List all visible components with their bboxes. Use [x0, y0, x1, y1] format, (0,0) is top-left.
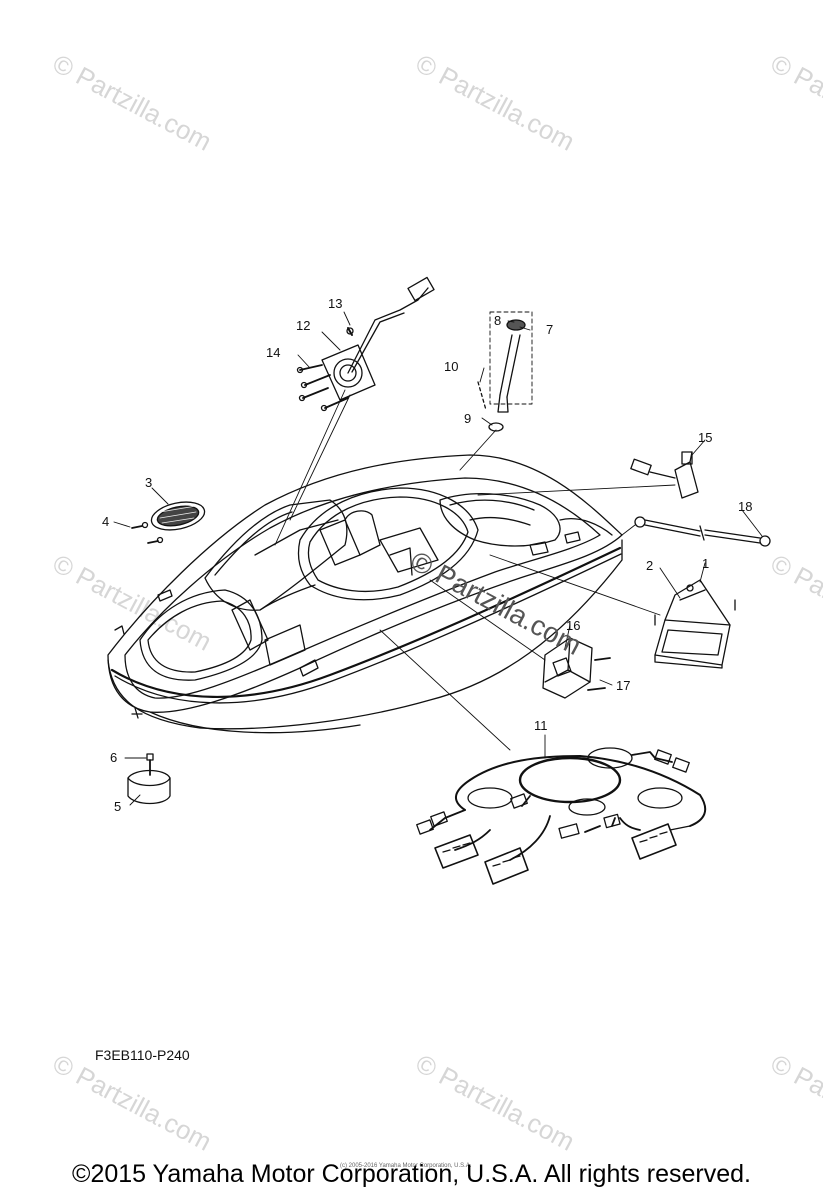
- callout-numbers: 1 2 3 4 5 6 7 8 9 10 11 12 13 14 15 16 1…: [102, 296, 752, 814]
- callout-7: 7: [546, 322, 553, 337]
- copyright-notice: ©2015 Yamaha Motor Corporation, U.S.A. A…: [72, 1160, 751, 1188]
- speaker-grille: [131, 501, 206, 544]
- leader-lines: [113, 311, 763, 806]
- part-code: F3EB110-P240: [95, 1047, 190, 1063]
- callout-8: 8: [494, 313, 501, 328]
- callout-6: 6: [110, 750, 117, 765]
- battery-tray: [489, 554, 736, 669]
- callout-5: 5: [114, 799, 121, 814]
- callout-12: 12: [296, 318, 310, 333]
- boat-hull: [107, 454, 623, 734]
- callout-16: 16: [566, 618, 580, 633]
- callout-9: 9: [464, 411, 471, 426]
- callout-3: 3: [145, 475, 152, 490]
- callout-17: 17: [616, 678, 630, 693]
- bow-light: [127, 753, 171, 805]
- callout-2: 2: [646, 558, 653, 573]
- wiring-harness: [379, 629, 707, 885]
- vent-hose-assembly: [459, 311, 533, 471]
- rod-18: [621, 516, 771, 547]
- callout-14: 14: [266, 345, 280, 360]
- callout-10: 10: [444, 359, 458, 374]
- callout-1: 1: [702, 556, 709, 571]
- control-module: [429, 579, 611, 699]
- callout-15: 15: [698, 430, 712, 445]
- callout-4: 4: [102, 514, 109, 529]
- callout-13: 13: [328, 296, 342, 311]
- callout-11: 11: [534, 718, 548, 733]
- tiny-credit: (c) 2005-2016 Yamaha Motor Corporation, …: [340, 1163, 472, 1169]
- gauge-bracket: [274, 276, 435, 546]
- sensor-15: [477, 451, 699, 499]
- callout-18: 18: [738, 499, 752, 514]
